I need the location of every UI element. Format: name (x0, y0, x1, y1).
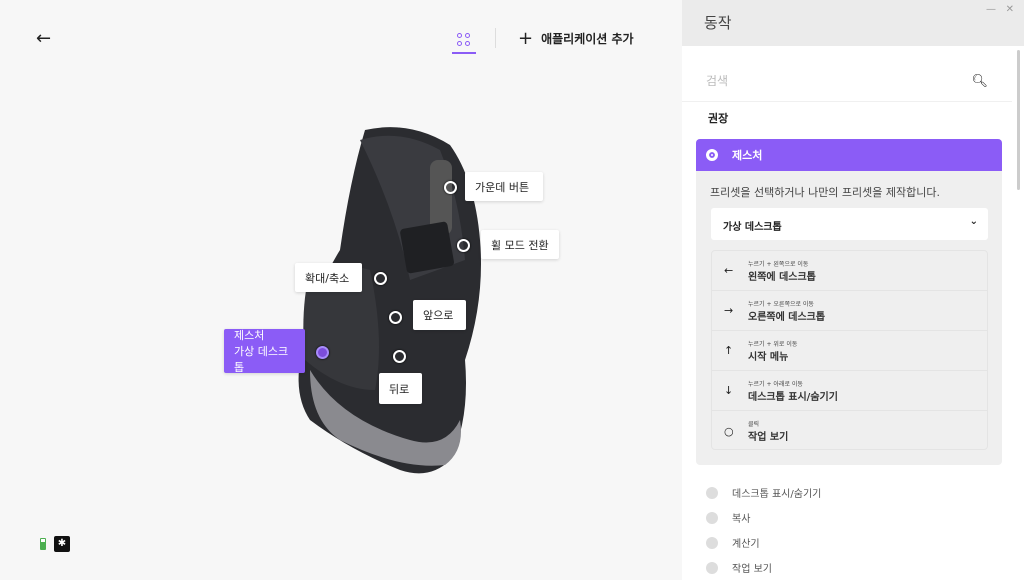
arrow-up-icon: ↑ (724, 344, 734, 357)
arrow-right-icon: → (724, 304, 734, 317)
wheel-mode-hotspot[interactable] (457, 239, 470, 252)
gesture-card: 제스처 프리셋을 선택하거나 나만의 프리셋을 제작합니다. 가상 데스크톱⌄ … (696, 139, 1002, 465)
mouse-image (298, 127, 481, 474)
grid-icon[interactable] (452, 28, 476, 54)
back-arrow-icon[interactable]: ← (36, 28, 52, 49)
option-copy[interactable]: 복사 (706, 505, 821, 530)
forward-hotspot[interactable] (389, 311, 402, 324)
action: 왼쪽에 데스크톱 (748, 271, 816, 283)
option-label: 복사 (732, 514, 751, 525)
label-text: 휠 모드 전환 (491, 238, 549, 252)
hint: 누르기 + 위로 이동 (748, 340, 798, 348)
bluetooth-receiver-icon: ✱ (54, 536, 70, 552)
status-bar: ✱ (40, 536, 70, 552)
click-circle-icon: ○ (724, 424, 734, 438)
device-view: ← + 애플리케이션 추가 가운데 버튼 휠 모드 전환 확대/축소 앞으로 제스… (36, 28, 634, 552)
middle-button-hotspot[interactable] (444, 181, 457, 194)
actions-panel: 동작 — ✕ 검색 🔍︎ 권장 제스처 프리셋을 선택하거나 나만의 프리셋을 제… (682, 0, 1024, 580)
search-placeholder: 검색 (706, 74, 729, 88)
hint: 누르기 + 오른쪽으로 이동 (748, 300, 814, 308)
option-calculator[interactable]: 계산기 (706, 530, 821, 555)
label-middle-button[interactable]: 가운데 버튼 (465, 172, 543, 201)
arrow-left-icon: ← (724, 264, 734, 277)
divider (495, 28, 496, 48)
option-task-view[interactable]: 작업 보기 (706, 555, 821, 580)
search-input[interactable]: 검색 🔍︎ (682, 46, 1012, 102)
close-icon[interactable]: ✕ (1005, 4, 1014, 15)
label-back[interactable]: 뒤로 (379, 373, 422, 404)
label-subtitle: 가상 데스크톱 (234, 345, 289, 374)
plus-icon: + (518, 28, 534, 49)
option-label: 작업 보기 (732, 564, 772, 575)
gesture-option[interactable]: 제스처 (696, 139, 1002, 171)
action: 작업 보기 (748, 432, 789, 443)
label-title: 제스처 (234, 329, 265, 342)
card-description: 프리셋을 선택하거나 나만의 프리셋을 제작합니다. (710, 186, 941, 199)
option-label: 계산기 (732, 539, 760, 550)
panel-title: 동작 (682, 0, 1024, 46)
back-hotspot[interactable] (393, 350, 406, 363)
card-title: 제스처 (732, 149, 763, 162)
hint: 누르기 + 아래로 이동 (748, 380, 803, 388)
radio-icon[interactable] (706, 561, 718, 574)
add-app-label: 애플리케이션 추가 (541, 32, 634, 46)
label-forward[interactable]: 앞으로 (413, 300, 466, 330)
radio-icon[interactable] (706, 536, 718, 549)
radio-icon[interactable] (706, 511, 718, 524)
label-zoom[interactable]: 확대/축소 (295, 263, 362, 292)
label-text: 가운데 버튼 (475, 180, 530, 194)
hint: 누르기 + 왼쪽으로 이동 (748, 260, 809, 268)
preset-value: 가상 데스크톱 (723, 222, 782, 233)
label-text: 앞으로 (423, 309, 454, 322)
option-label: 데스크톱 표시/숨기기 (732, 489, 822, 500)
zoom-hotspot[interactable] (374, 272, 387, 285)
gesture-hotspot[interactable] (316, 346, 329, 359)
recommended-heading: 권장 (708, 112, 729, 125)
arrow-down-icon: ↓ (724, 384, 734, 397)
radio-selected-icon[interactable] (706, 149, 718, 161)
scrollbar[interactable] (1017, 50, 1020, 190)
action: 시작 메뉴 (748, 351, 789, 363)
preset-dropdown[interactable]: 가상 데스크톱 ⌄ (711, 208, 988, 240)
label-wheel-mode[interactable]: 휠 모드 전환 (481, 230, 559, 259)
action: 오른쪽에 데스크톱 (748, 311, 826, 323)
hint: 클릭 (748, 421, 760, 428)
label-text: 확대/축소 (305, 271, 350, 285)
option-show-desktop[interactable]: 데스크톱 표시/숨기기 (706, 480, 821, 505)
action: 데스크톱 표시/숨기기 (748, 391, 838, 403)
search-icon[interactable]: 🔍︎ (971, 74, 988, 89)
add-application-button[interactable]: + 애플리케이션 추가 (518, 28, 634, 49)
chevron-down-icon: ⌄ (969, 216, 978, 227)
label-text: 뒤로 (389, 382, 410, 396)
battery-icon (40, 538, 46, 550)
minimize-icon[interactable]: — (986, 4, 996, 15)
radio-icon[interactable] (706, 486, 718, 499)
action-options: 데스크톱 표시/숨기기 복사 계산기 작업 보기 (706, 480, 821, 580)
